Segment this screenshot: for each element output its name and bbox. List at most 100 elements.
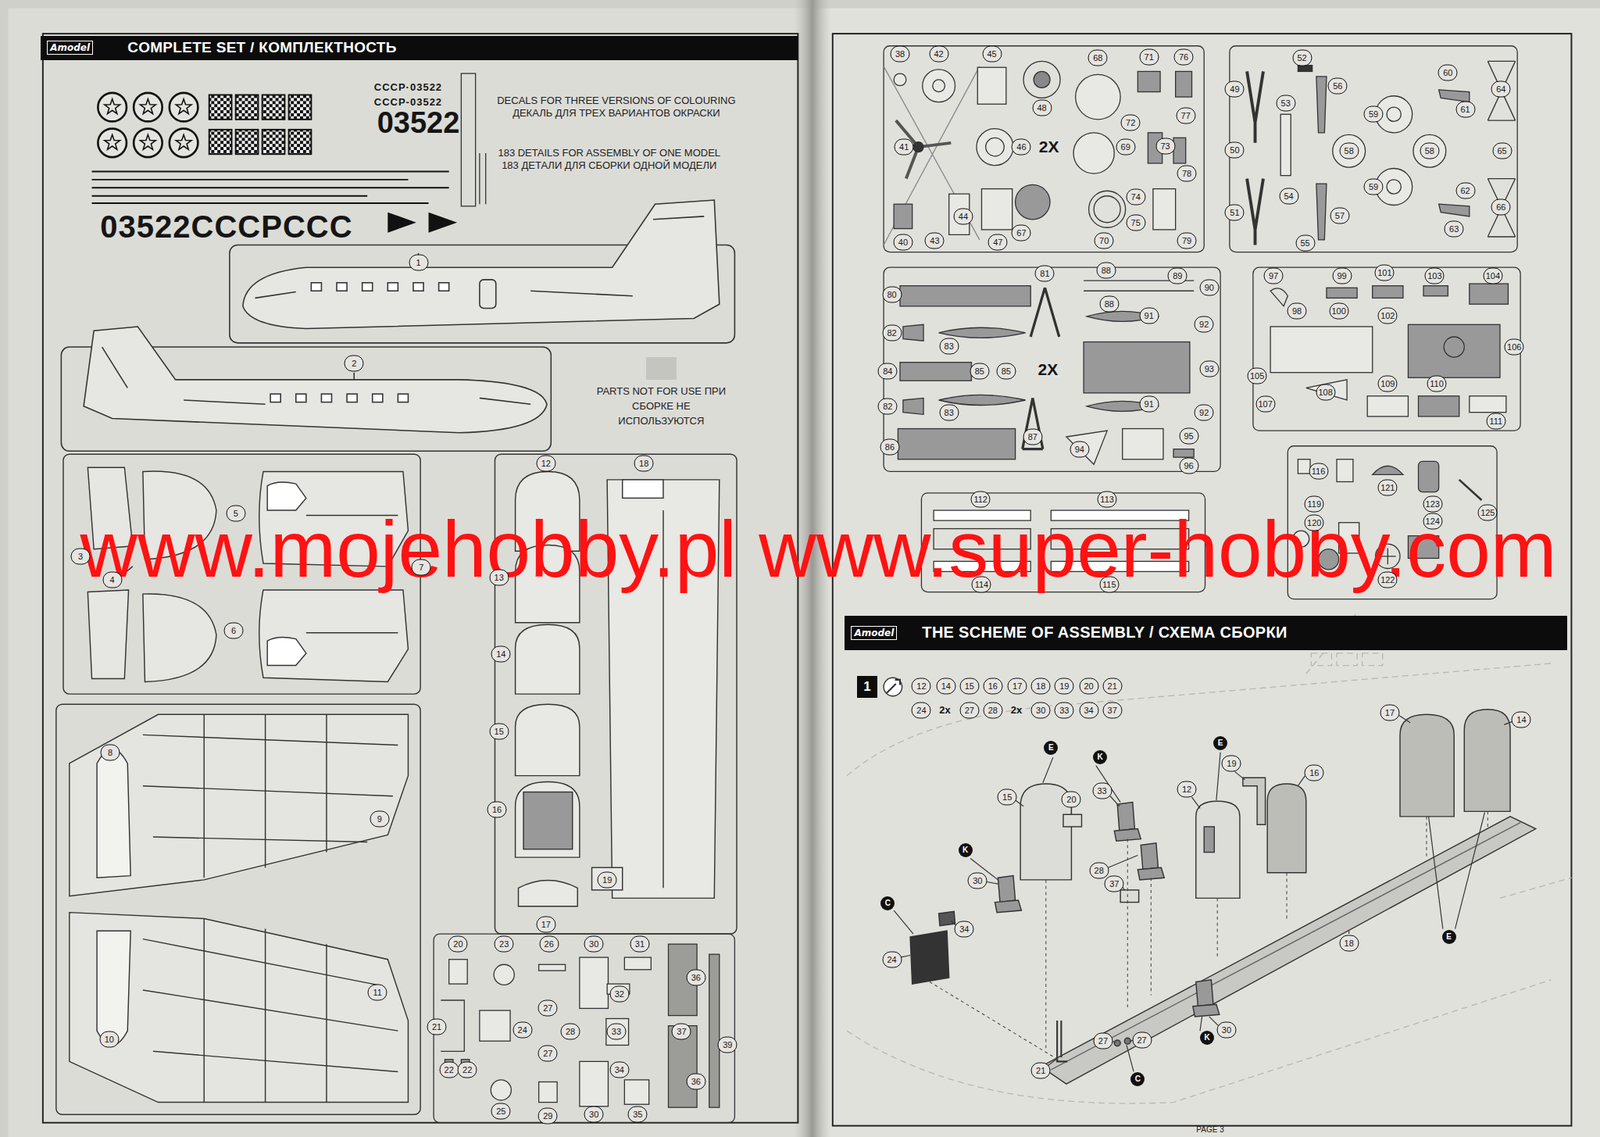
callout-number: 20 <box>448 935 468 953</box>
callout-number: 27 <box>1092 1032 1113 1050</box>
decal-number: 03522 <box>377 107 461 140</box>
callout-number: 54 <box>1278 187 1299 204</box>
callout-number: 79 <box>1177 232 1197 250</box>
callout-number: 101 <box>1375 264 1395 281</box>
callout-number: 92 <box>1194 316 1215 333</box>
callout-number: 61 <box>1455 100 1475 118</box>
callout-number: 58 <box>1419 142 1440 160</box>
callout-number: 19 <box>1221 754 1242 772</box>
callout-number: 106 <box>1504 339 1525 356</box>
callout-number: 43 <box>925 232 945 250</box>
callout-number: 94 <box>1069 440 1090 458</box>
callout-number: 17 <box>535 916 556 933</box>
callout-number: 108 <box>1315 383 1336 400</box>
callout-number: 12 <box>911 677 932 694</box>
section-header-bar: AmodelTHE SCHEME OF ASSEMBLY / СХЕМА СБО… <box>844 615 1568 650</box>
callout-number: 99 <box>1332 267 1352 284</box>
callout-number: 49 <box>1225 80 1245 97</box>
callout-number: 30 <box>584 1106 604 1123</box>
decal-text: CCCP-03522 <box>374 96 443 108</box>
callout-number: 30 <box>1216 1021 1236 1038</box>
callout-number: 65 <box>1492 142 1512 160</box>
callout-number: 4 <box>102 571 122 588</box>
callout-number: 17 <box>1007 677 1028 694</box>
callout-number: 71 <box>1139 49 1159 66</box>
callout-number: 78 <box>1177 165 1197 183</box>
callout-number: 111 <box>1485 413 1506 430</box>
callout-number: 20 <box>1061 790 1082 808</box>
callout-number: 35 <box>628 1106 648 1123</box>
marking-marker: E <box>1442 929 1457 944</box>
bomb-and-panel-sprue <box>883 267 1221 472</box>
callout-number: 19 <box>1054 677 1075 694</box>
quantity-mark: 2x <box>939 704 950 716</box>
callout-number: 26 <box>539 935 559 953</box>
callout-number: 17 <box>1379 703 1400 721</box>
callout-number: 46 <box>1011 139 1032 156</box>
callout-number: 97 <box>1264 267 1284 284</box>
callout-number: 7 <box>411 559 432 576</box>
brand-logo: Amodel <box>46 40 93 55</box>
callout-number: 13 <box>489 569 509 586</box>
callout-number: 64 <box>1491 80 1511 97</box>
callout-number: 55 <box>1295 234 1315 251</box>
assembly-step-1 <box>846 612 1572 1104</box>
callout-number: 83 <box>939 403 959 421</box>
kit-note: 183 ДЕТАЛИ ДЛЯ СБОРКИ ОДНОЙ МОДЕЛИ <box>501 160 717 172</box>
callout-number: 36 <box>685 969 706 986</box>
callout-number: 5 <box>225 504 246 522</box>
legend-text: PARTS NOT FOR USE ПРИ СБОРКЕ НЕ ИСПОЛЬЗУ… <box>589 384 733 429</box>
section-title: COMPLETE SET / КОМПЛЕКТНОСТЬ <box>127 39 397 57</box>
small-parts-sprue <box>433 933 735 1123</box>
callout-number: 36 <box>685 1073 706 1090</box>
section-header-bar: Amodel COMPLETE SET / КОМПЛЕКТНОСТЬ <box>40 35 798 61</box>
callout-number: 75 <box>1125 214 1146 231</box>
marking-marker: K <box>958 842 973 858</box>
callout-number: 50 <box>1225 142 1245 159</box>
callout-number: 57 <box>1329 207 1350 224</box>
callout-number: 74 <box>1125 189 1146 206</box>
callout-number: 52 <box>1292 50 1312 67</box>
callout-number: 11 <box>367 983 388 1000</box>
callout-number: 114 <box>971 576 992 593</box>
callout-number: 1 <box>408 253 429 271</box>
kit-note: ДЕКАЛЬ ДЛЯ ТРЕХ ВАРИАНТОВ ОКРАСКИ <box>512 107 721 119</box>
callout-number: 21 <box>427 1017 447 1035</box>
callout-number: 39 <box>717 1036 738 1054</box>
callout-number: 98 <box>1287 303 1308 320</box>
callout-number: 45 <box>982 46 1002 63</box>
fuselage-sprues <box>60 200 735 451</box>
callout-number: 24 <box>882 950 902 968</box>
callout-number: 42 <box>928 46 949 63</box>
callout-number: 9 <box>369 810 390 827</box>
callout-number: 15 <box>959 677 979 694</box>
callout-number: 60 <box>1438 64 1458 81</box>
callout-number: 53 <box>1275 94 1296 111</box>
landing-gear-sprue <box>1229 46 1518 253</box>
callout-number: 96 <box>1178 457 1199 474</box>
callout-number: 24 <box>512 1021 533 1038</box>
callout-number: 37 <box>671 1023 692 1040</box>
callout-number: 19 <box>597 871 618 888</box>
marking-marker: K <box>1092 750 1108 765</box>
callout-number: 123 <box>1422 496 1443 513</box>
callout-number: 47 <box>988 233 1008 250</box>
callout-number: 32 <box>609 985 629 1003</box>
marking-marker: K <box>1200 1030 1215 1045</box>
callout-number: 23 <box>494 935 515 953</box>
wing-sprue <box>56 703 421 1115</box>
quantity-mark: 2X <box>1039 138 1060 156</box>
callout-number: 93 <box>1199 360 1219 377</box>
callout-number: 67 <box>1011 224 1032 241</box>
callout-number: 21 <box>1102 677 1122 694</box>
callout-number: 24 <box>911 702 932 719</box>
callout-number: 56 <box>1328 77 1348 94</box>
callout-number: 63 <box>1444 220 1465 237</box>
callout-number: 121 <box>1378 479 1398 497</box>
callout-number: 104 <box>1482 267 1503 284</box>
section-title: THE SCHEME OF ASSEMBLY / СХЕМА СБОРКИ <box>921 623 1287 642</box>
callout-number: 34 <box>1078 702 1099 719</box>
callout-number: 113 <box>1097 490 1118 508</box>
callout-number: 14 <box>1511 710 1532 728</box>
decal-text: СССР·03522 <box>374 82 443 93</box>
